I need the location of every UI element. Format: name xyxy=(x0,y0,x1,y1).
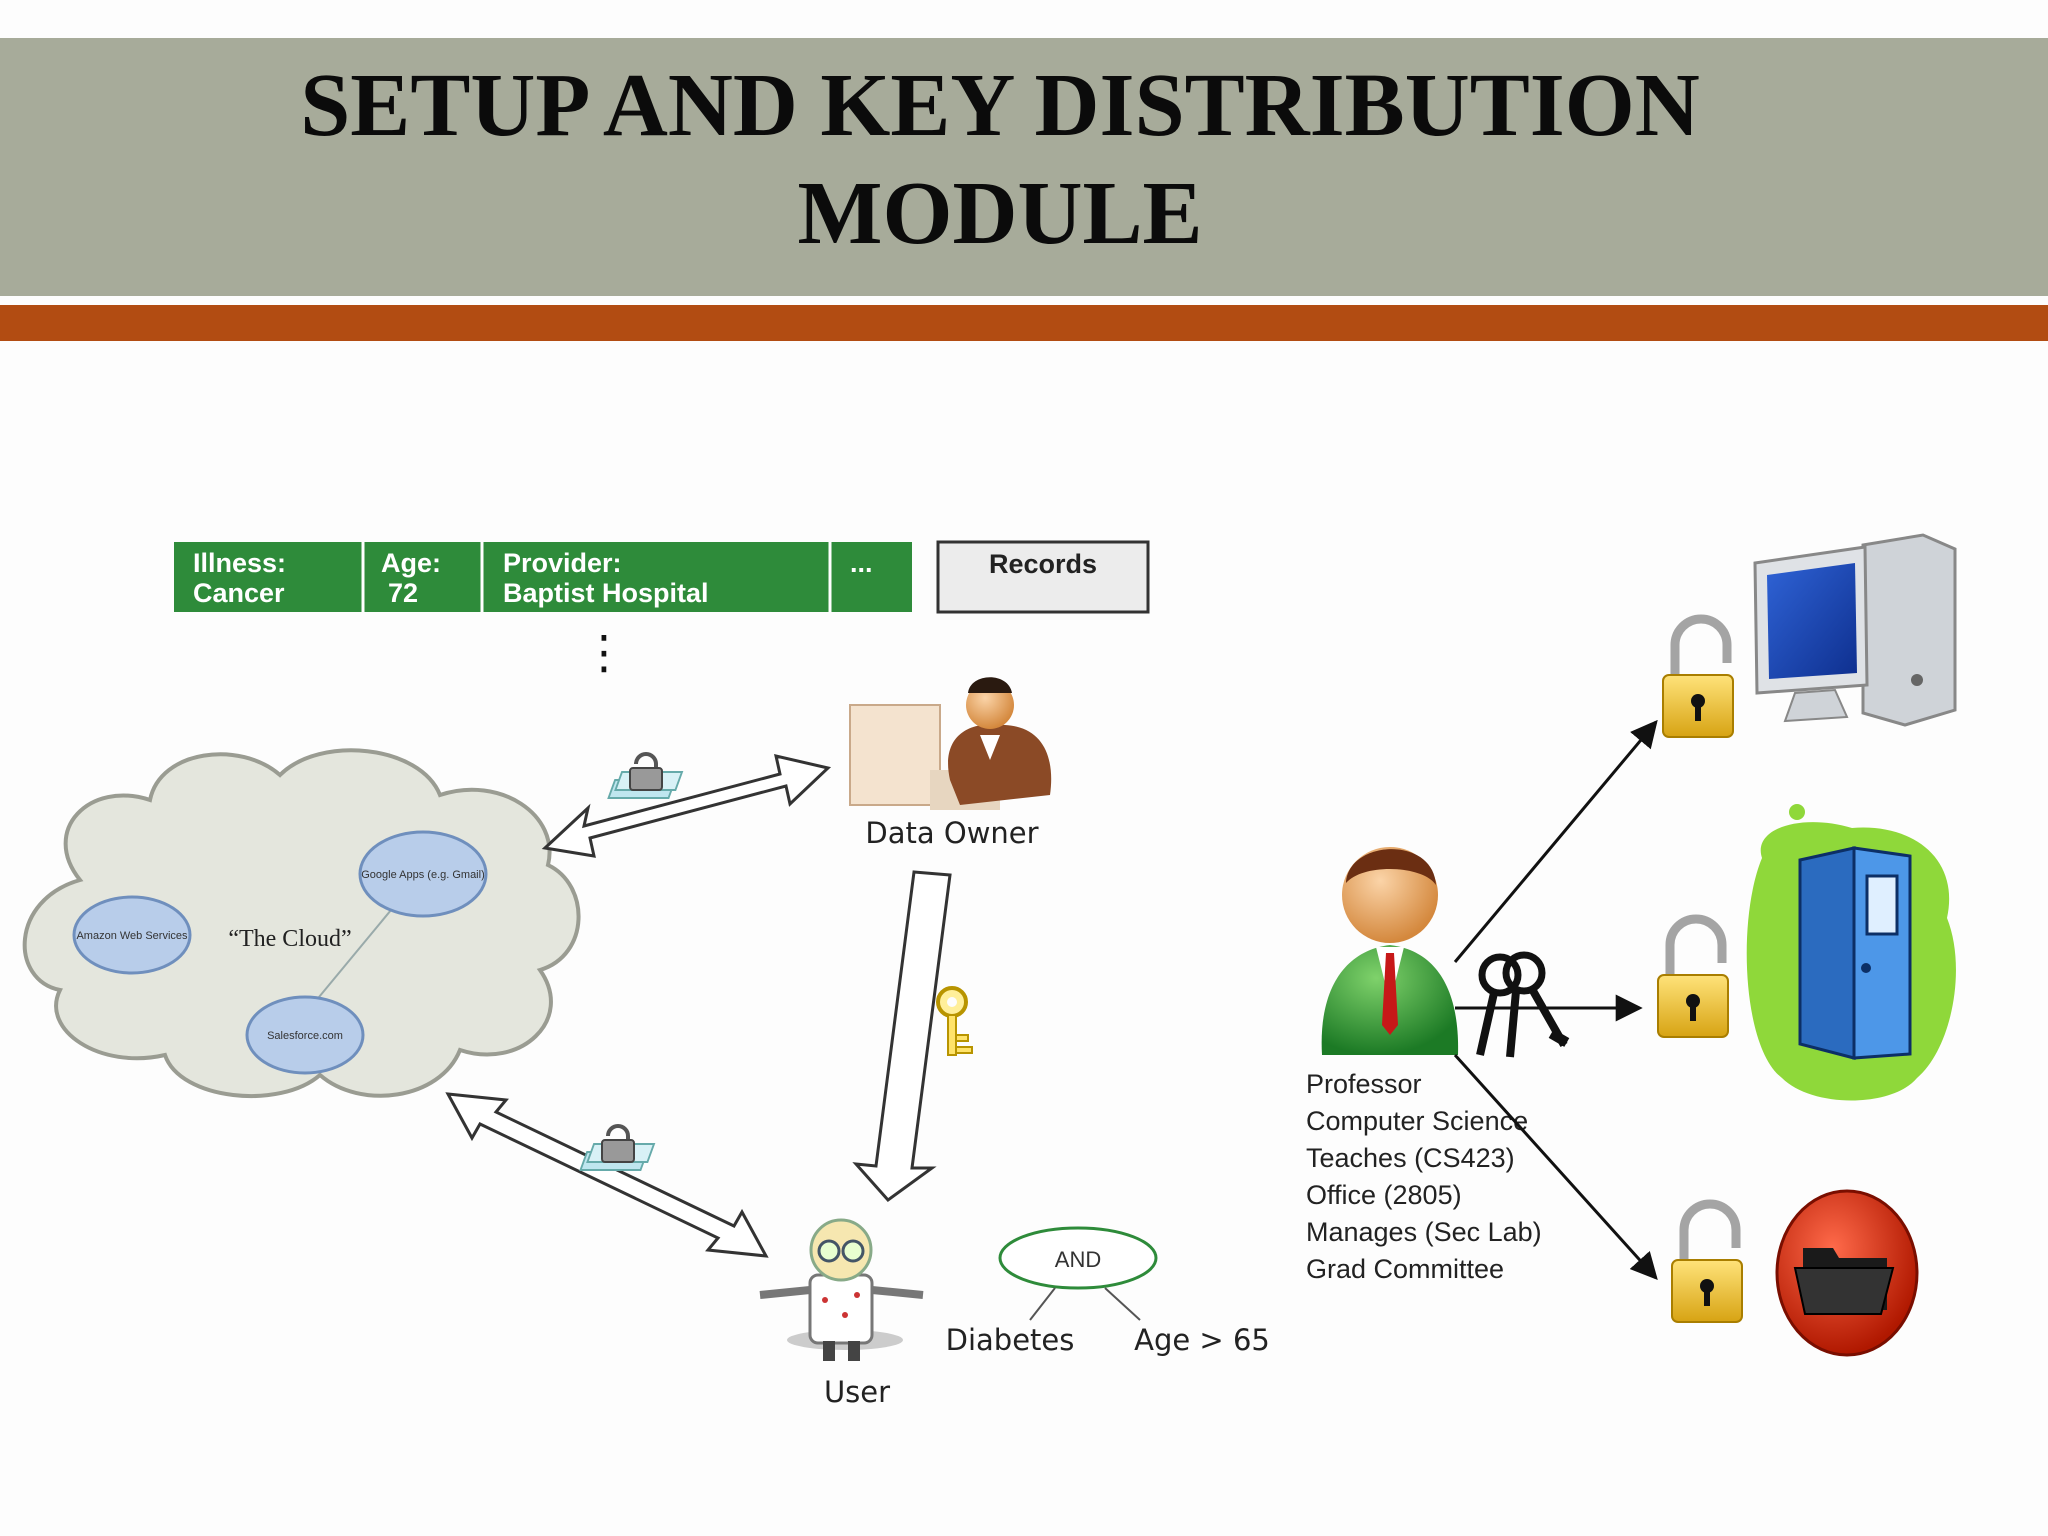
attribute-item: Professor xyxy=(1306,1069,1422,1099)
service-bubble xyxy=(72,895,192,975)
attribute-item: Teaches (CS423) xyxy=(1306,1143,1515,1173)
record-background xyxy=(174,542,912,612)
encrypted-file-icon xyxy=(607,752,684,799)
cloud-label: “The Cloud” xyxy=(228,926,351,952)
policy-leaf-age: Age > 65 xyxy=(1134,1323,1270,1357)
record-illness-label: Illness: xyxy=(193,548,286,578)
encrypted-file-icon xyxy=(579,1124,656,1171)
policy-root: AND xyxy=(1055,1247,1101,1272)
service-google: Google Apps (e.g. Gmail) xyxy=(361,869,485,881)
record-more-cell: ... xyxy=(850,548,873,578)
title-band xyxy=(0,38,2048,296)
records-label: Records xyxy=(989,549,1097,579)
service-amazon: Amazon Web Services xyxy=(76,930,188,942)
data-owner-icon xyxy=(849,677,1052,810)
service-bubble xyxy=(245,995,365,1075)
record-illness-value: Cancer xyxy=(193,578,285,608)
service-salesforce: Salesforce.com xyxy=(267,1030,343,1042)
cloud-icon: Amazon Web Services Google Apps (e.g. Gm… xyxy=(22,748,581,1099)
record-age-label: Age: xyxy=(381,548,441,578)
padlock-icon xyxy=(1671,1199,1743,1323)
professor-attributes: Professor Computer Science Teaches (CS42… xyxy=(1306,1069,1542,1284)
keys-icon xyxy=(1476,951,1570,1058)
attribute-item: Computer Science xyxy=(1306,1106,1528,1136)
arrow-to-computer xyxy=(1453,719,1658,963)
cloud-user-arrow xyxy=(445,1092,769,1258)
folder-icon xyxy=(1775,1189,1919,1357)
record-bar: Illness: Cancer Age: 72 Provider: Baptis… xyxy=(174,542,912,612)
padlock-icon xyxy=(1657,914,1729,1038)
vertical-ellipsis: ⋮ xyxy=(581,625,627,679)
user-icon xyxy=(759,1218,924,1361)
cloud-owner-arrow xyxy=(541,754,832,858)
service-bubble xyxy=(358,830,488,918)
key-icon xyxy=(936,986,973,1056)
record-provider-label: Provider: xyxy=(503,548,622,578)
access-policy-tree: AND Diabetes Age > 65 xyxy=(946,1226,1270,1357)
professor-icon xyxy=(1321,847,1459,1055)
computer-icon xyxy=(1753,533,1957,727)
title-line-1: SETUP AND KEY DISTRIBUTION xyxy=(300,56,1700,155)
attribute-item: Grad Committee xyxy=(1306,1254,1504,1284)
accent-bar xyxy=(0,305,2048,341)
record-age-value: 72 xyxy=(388,578,418,608)
data-owner-label: Data Owner xyxy=(865,816,1038,850)
slide-title: SETUP AND KEY DISTRIBUTION MODULE xyxy=(0,52,2000,268)
attribute-item: Manages (Sec Lab) xyxy=(1306,1217,1542,1247)
padlock-icon xyxy=(1662,614,1734,738)
user-label: User xyxy=(824,1375,890,1409)
door-icon xyxy=(1746,804,1956,1101)
record-provider-value: Baptist Hospital xyxy=(503,578,709,608)
key-delivery-arrow xyxy=(852,870,952,1203)
policy-leaf-diabetes: Diabetes xyxy=(946,1323,1075,1357)
arrow-to-files xyxy=(1453,1053,1658,1281)
policy-and-node xyxy=(998,1226,1158,1290)
title-line-2: MODULE xyxy=(797,164,1203,263)
records-box: Records xyxy=(936,540,1150,614)
attribute-item: Office (2805) xyxy=(1306,1180,1462,1210)
